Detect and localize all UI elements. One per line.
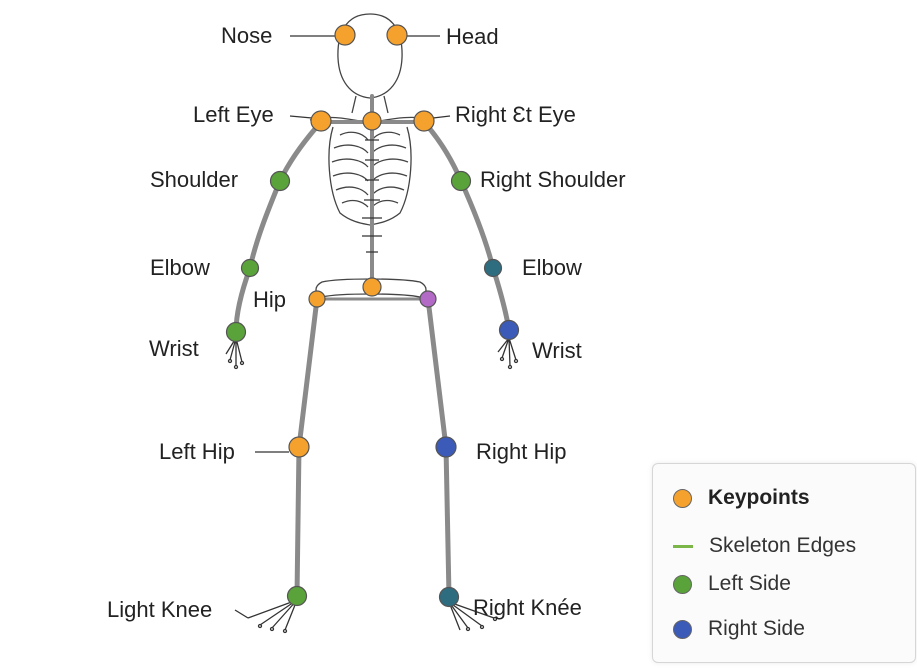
- right-shoulder-label: Right Shoulder: [480, 167, 626, 192]
- left-hip-label: Left Hip: [159, 439, 235, 464]
- legend-item-keypoints: Keypoints: [673, 486, 810, 510]
- pelvis-keypoint: [363, 278, 381, 296]
- skeleton-edges: [236, 96, 509, 596]
- left-thigh-edge: [299, 299, 317, 447]
- left-forearm-edge: [250, 181, 280, 268]
- right-thigh-edge: [428, 299, 446, 447]
- right-knee-keypoint: [440, 588, 459, 607]
- right-wrist-keypoint: [500, 321, 519, 340]
- left-hip-upper-keypoint: [309, 291, 325, 307]
- right-side-swatch: [673, 620, 692, 639]
- left-shoulder-label: Shoulder: [150, 167, 238, 192]
- right-elbow-label: Elbow: [522, 255, 582, 280]
- right-hip-label: Right Hip: [476, 439, 566, 464]
- legend-left-side-label: Left Side: [708, 572, 791, 596]
- legend-item-left-side: Left Side: [673, 572, 791, 596]
- left-hip-keypoint: [289, 437, 309, 457]
- right-knee-label: Right Knée: [473, 595, 582, 620]
- left-wrist-label: Wrist: [149, 336, 199, 361]
- skeleton-edge-swatch: [673, 545, 693, 548]
- right-shoulder-keypoint: [452, 172, 471, 191]
- left-elbow-keypoint: [242, 260, 259, 277]
- legend: Keypoints Skeleton Edges Left Side Right…: [652, 463, 916, 663]
- right-upper-arm-edge: [424, 122, 461, 181]
- right-hip-upper-keypoint: [420, 291, 436, 307]
- legend-item-skeleton-edges: Skeleton Edges: [673, 534, 856, 558]
- left-eye-label: Left Eye: [193, 102, 274, 127]
- head-keypoint: [387, 25, 407, 45]
- right-hip-keypoint: [436, 437, 456, 457]
- left-hand: [226, 338, 244, 369]
- left-elbow-label: Elbow: [150, 255, 210, 280]
- nose-label: Nose: [221, 23, 272, 48]
- legend-keypoints-label: Keypoints: [708, 486, 810, 510]
- left-side-swatch: [673, 575, 692, 594]
- left-shoulder-keypoint: [271, 172, 290, 191]
- left-knee-keypoint: [288, 587, 307, 606]
- left-upper-arm-edge: [280, 122, 321, 181]
- left-foot: [248, 600, 297, 633]
- right-shin-edge: [446, 447, 449, 596]
- left-knee-label: Light Knee: [107, 597, 212, 622]
- right-elbow-keypoint: [485, 260, 502, 277]
- neck-keypoint: [363, 112, 381, 130]
- legend-right-side-label: Right Side: [708, 617, 805, 641]
- keypoint-swatch: [673, 489, 692, 508]
- left-eye-keypoint: [311, 111, 331, 131]
- right-eye-label: Right Ɛt Eye: [455, 102, 576, 127]
- legend-item-right-side: Right Side: [673, 617, 805, 641]
- right-eye-keypoint: [414, 111, 434, 131]
- head-label: Head: [446, 24, 499, 49]
- right-forearm-edge: [461, 181, 493, 268]
- nose-keypoint: [335, 25, 355, 45]
- hip-label: Hip: [253, 287, 286, 312]
- right-hand: [498, 338, 518, 369]
- left-shin-edge: [297, 447, 299, 596]
- right-wrist-label: Wrist: [532, 338, 582, 363]
- legend-skeleton-edges-label: Skeleton Edges: [709, 534, 856, 558]
- left-wrist-keypoint: [227, 323, 246, 342]
